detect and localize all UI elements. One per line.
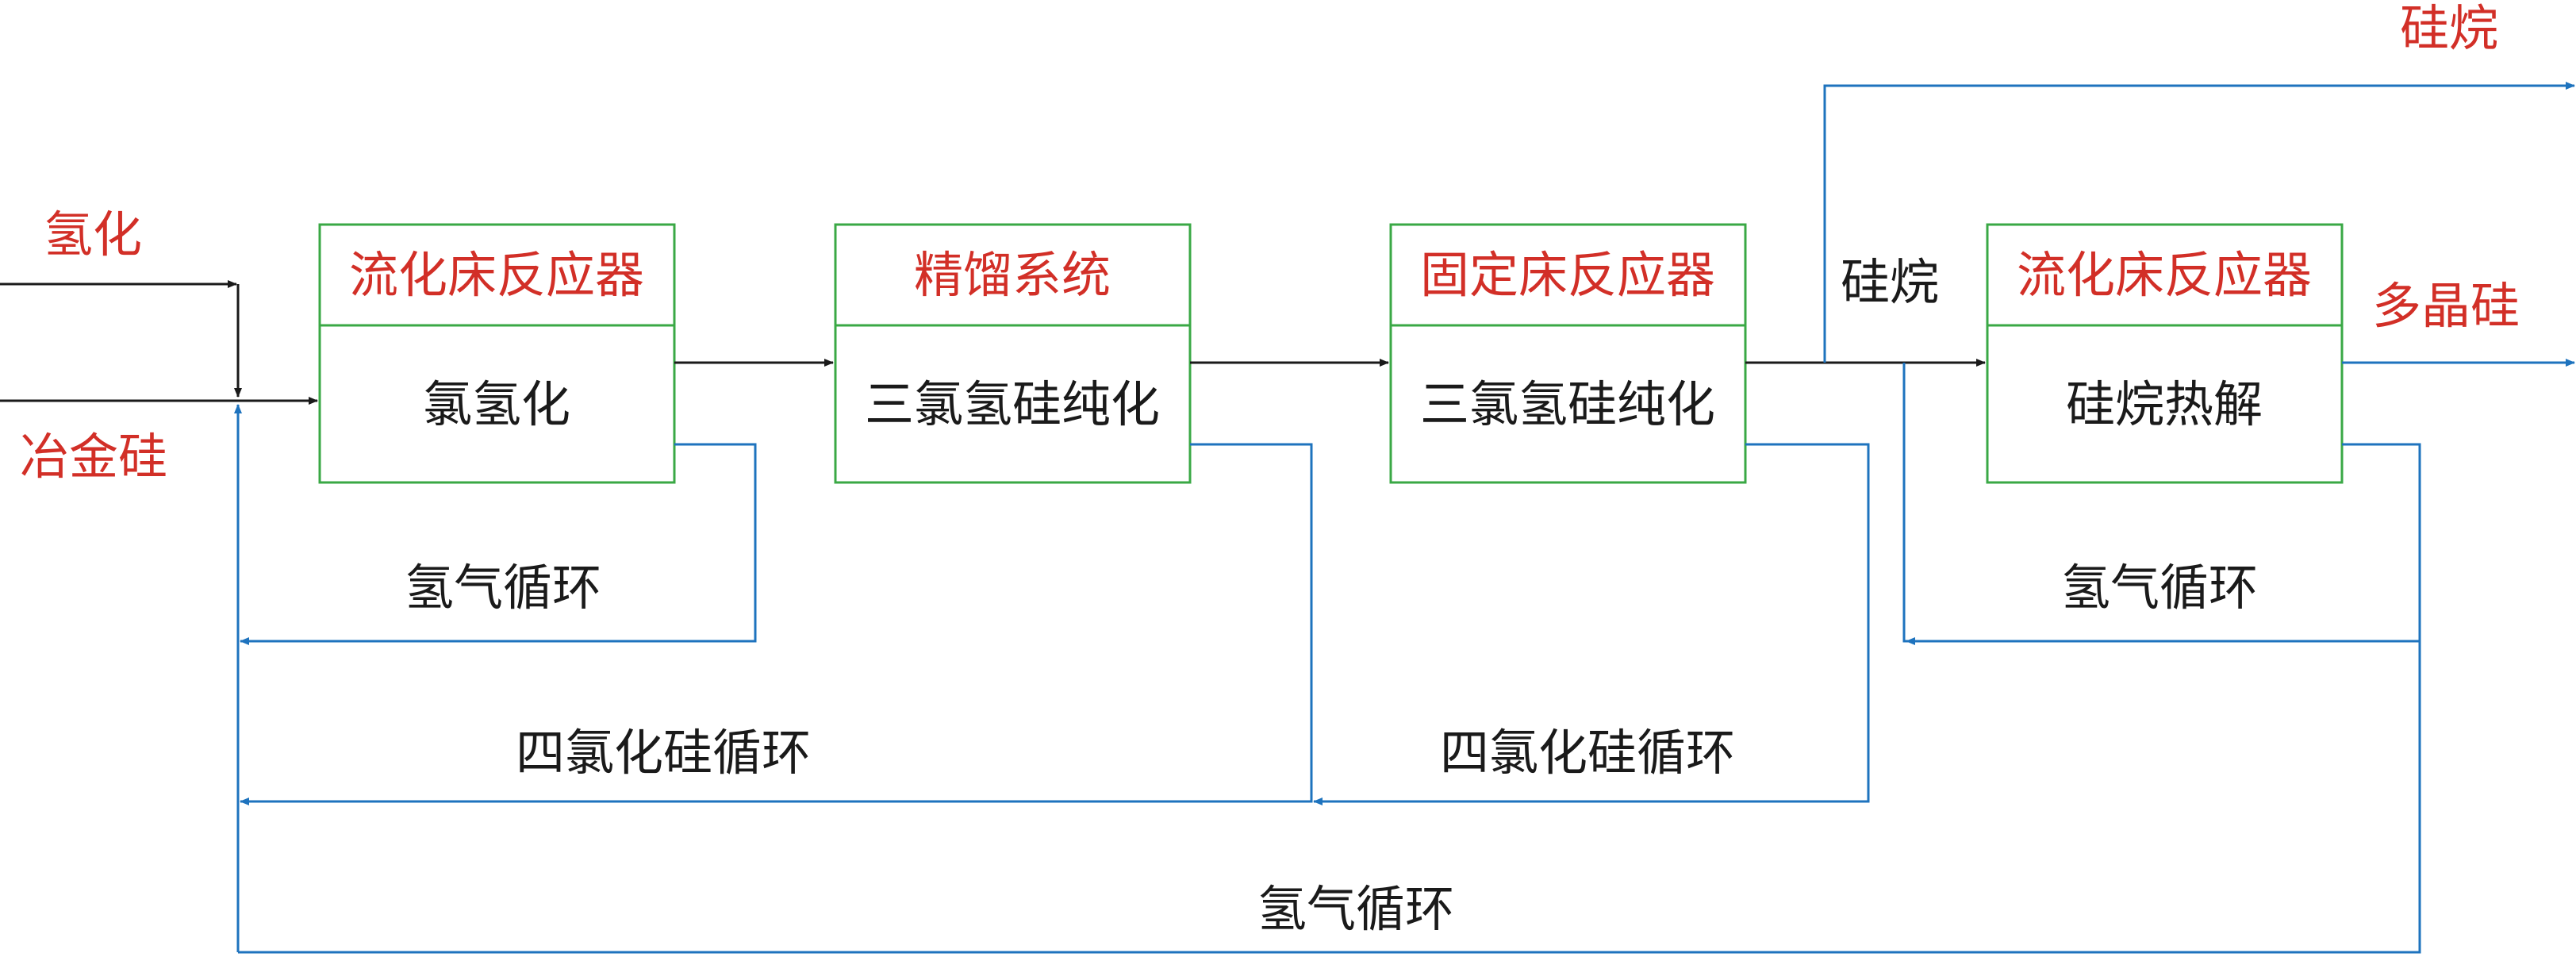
input-hydrogenation-label: 氢化	[44, 206, 143, 263]
box-4-body: 硅烷热解	[2065, 375, 2263, 433]
silane-output-label: 硅烷	[2400, 0, 2499, 57]
box-4	[1986, 223, 2344, 484]
h2-recycle-label-1: 氢气循环	[405, 559, 602, 617]
box-2-title: 精馏系统	[913, 246, 1111, 304]
box-1-body: 氯氢化	[422, 375, 571, 433]
box-1	[318, 223, 676, 484]
sicl4-recycle-label-2: 四氯化硅循环	[1440, 724, 1736, 782]
box-3	[1389, 223, 1747, 484]
h2-recycle-label-2: 氢气循环	[2061, 559, 2259, 617]
h2-recycle-label-3: 氢气循环	[1257, 880, 1455, 938]
box-4-title: 流化床反应器	[2016, 246, 2313, 304]
polysilicon-output-label: 多晶硅	[2372, 277, 2520, 335]
box-3-body: 三氯氢硅纯化	[1419, 375, 1716, 433]
main-flow-lines	[0, 280, 1986, 405]
input-metallurgical-silicon-label: 冶金硅	[20, 428, 168, 486]
box-1-title: 流化床反应器	[348, 246, 645, 304]
box-2	[834, 223, 1192, 484]
output-lines	[1823, 82, 2575, 367]
box-2-body: 三氯氢硅纯化	[864, 375, 1161, 433]
sicl4-recycle-label-1: 四氯化硅循环	[516, 724, 812, 782]
recycle-lines	[234, 363, 2421, 954]
silane-mid-label: 硅烷	[1841, 253, 1940, 311]
box-3-title: 固定床反应器	[1419, 246, 1716, 304]
